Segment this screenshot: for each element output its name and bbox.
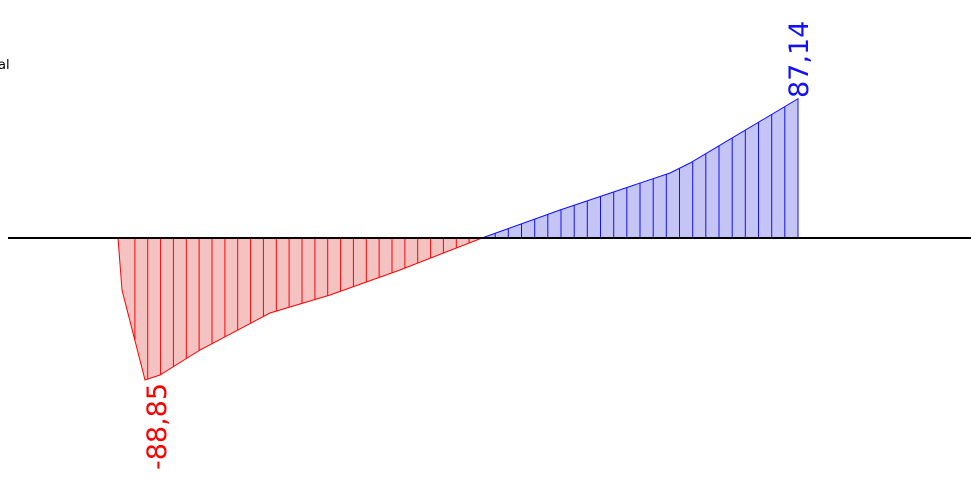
min-value-label: -88,85 <box>142 383 173 470</box>
positive-region <box>481 97 799 239</box>
positive-hatching <box>494 106 786 238</box>
negative-region <box>117 237 483 381</box>
negative-fill-area <box>117 237 483 381</box>
max-value-label: 87,14 <box>784 21 815 98</box>
negative-hatching <box>134 238 470 380</box>
cropped-label: al <box>0 58 10 73</box>
